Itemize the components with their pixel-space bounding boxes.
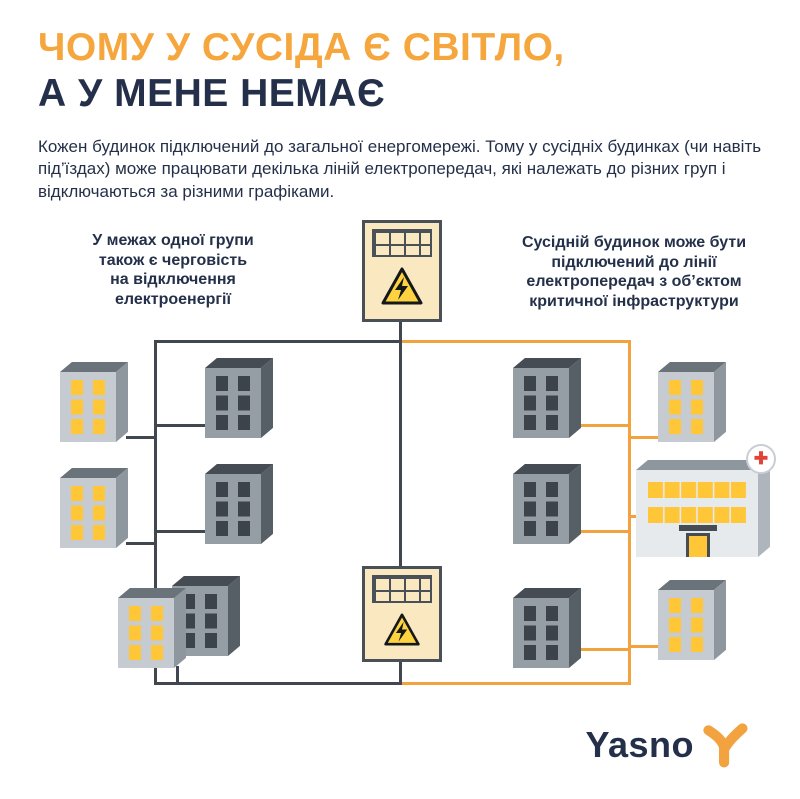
annotation-right: Сусідній будинок може бути підключений д… <box>486 233 782 311</box>
building-dark <box>513 357 581 438</box>
building-dark-windows <box>513 598 569 668</box>
building-dark-windows <box>205 368 261 438</box>
building-lit <box>118 587 186 668</box>
building-side <box>261 463 273 544</box>
building-side <box>261 357 273 438</box>
power-line <box>156 424 207 427</box>
building-lit-windows <box>60 372 116 442</box>
annotation-left-line: У межах одної групи <box>92 232 254 249</box>
annotation-right-line: Сусідній будинок може бути <box>521 234 747 251</box>
page-title-line2: А У МЕНЕ НЕМАЄ <box>38 72 386 115</box>
building-lit-windows <box>658 372 714 442</box>
power-line <box>581 648 628 651</box>
yasno-logo-mark-icon <box>703 723 748 768</box>
building-side <box>758 459 770 557</box>
annotation-left: У межах одної групи також є черговість н… <box>62 231 284 309</box>
building-side <box>174 587 186 668</box>
building-lit <box>658 361 726 442</box>
building-lit <box>60 361 128 442</box>
building-lit-windows <box>60 478 116 548</box>
transformer-grid <box>372 575 432 603</box>
building-side <box>569 463 581 544</box>
hazard-lightning-icon <box>381 267 423 305</box>
building-dark <box>513 463 581 544</box>
power-line <box>399 660 402 682</box>
annotation-left-line: також є черговість <box>98 251 248 269</box>
yasno-logo: Yasno <box>585 722 748 768</box>
yasno-wordmark: Yasno <box>585 724 694 765</box>
hospital-building: ✚ <box>636 444 776 557</box>
building-lit-windows <box>658 590 714 660</box>
building-dark-windows <box>513 474 569 544</box>
power-line <box>399 343 402 566</box>
power-line <box>631 645 658 648</box>
power-line <box>126 436 156 439</box>
red-cross-icon: ✚ <box>746 444 776 474</box>
page-title-line1: ЧОМУ У СУСІДА Є СВІТЛО, <box>38 26 565 69</box>
building-side <box>228 575 240 656</box>
annotation-right-line: підключений до лінії <box>551 253 717 271</box>
building-side <box>714 579 726 660</box>
power-line <box>581 424 628 427</box>
building-side <box>714 361 726 442</box>
building-side <box>569 357 581 438</box>
building-lit <box>60 467 128 548</box>
power-line <box>154 340 157 685</box>
transformer-grid <box>372 229 432 257</box>
power-line <box>154 340 402 343</box>
intro-paragraph: Кожен будинок підключений до загальної е… <box>38 137 762 201</box>
annotation-left-line: на відключення <box>110 271 236 289</box>
hazard-lightning-icon <box>384 613 420 646</box>
power-line <box>399 322 402 343</box>
power-line <box>631 436 658 439</box>
power-line <box>402 340 631 343</box>
annotation-left-line: електроенергії <box>115 290 231 308</box>
annotation-right-line: критичної інфраструктури <box>529 292 739 310</box>
building-dark <box>513 587 581 668</box>
power-line <box>126 542 156 545</box>
transformer-box-main <box>362 220 442 322</box>
hospital-door <box>686 533 710 557</box>
power-line <box>176 666 179 682</box>
power-line <box>631 515 639 518</box>
power-line <box>402 682 631 685</box>
building-lit <box>658 579 726 660</box>
power-line <box>156 530 207 533</box>
building-side <box>116 467 128 548</box>
transformer-box-secondary <box>362 566 442 662</box>
annotation-right-line: електропередач з об’єктом <box>526 273 742 291</box>
building-dark <box>205 463 273 544</box>
hospital-canopy <box>679 525 717 531</box>
building-dark-windows <box>205 474 261 544</box>
power-line <box>581 530 628 533</box>
building-side <box>116 361 128 442</box>
power-line <box>154 682 402 685</box>
building-dark-windows <box>513 368 569 438</box>
power-line <box>628 340 631 685</box>
building-lit-windows <box>118 598 174 668</box>
building-dark <box>205 357 273 438</box>
building-side <box>569 587 581 668</box>
